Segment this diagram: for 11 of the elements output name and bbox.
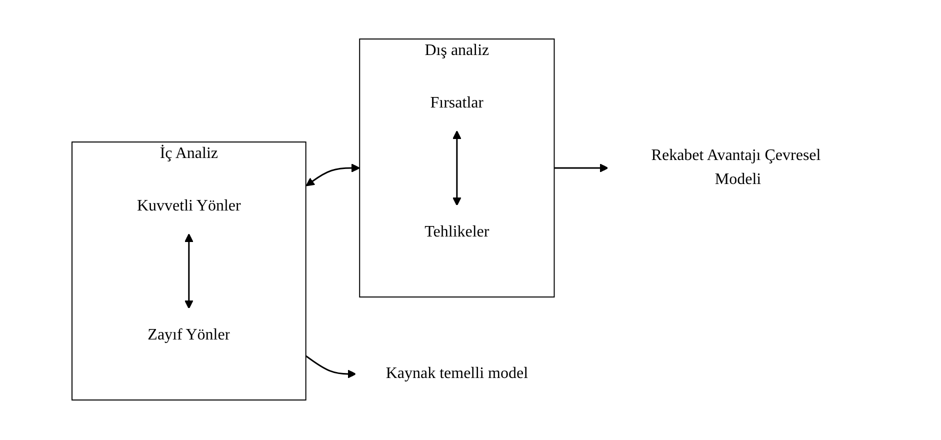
- node-text: Zayıf Yönler: [148, 326, 231, 344]
- node-text: Fırsatlar: [430, 94, 484, 112]
- node-text: Rekabet Avantajı Çevresel Modeli: [652, 147, 822, 188]
- node-text: Kaynak temelli model: [386, 365, 528, 382]
- arrow: [185, 234, 194, 309]
- arrow: [306, 164, 360, 186]
- node-text: Kuvvetli Yönler: [137, 198, 242, 214]
- arrow: [453, 130, 462, 206]
- arrow: [306, 355, 357, 378]
- node-text: Tehlikeler: [425, 224, 490, 240]
- arrow: [554, 164, 609, 172]
